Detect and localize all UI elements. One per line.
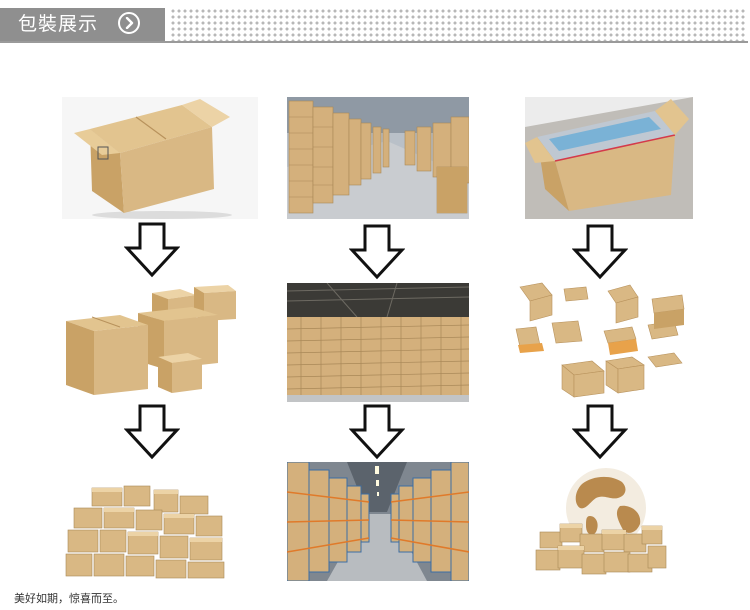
assorted-box-types-photo xyxy=(512,281,690,401)
down-arrow-outline-icon xyxy=(572,404,628,460)
down-arrow-outline-icon xyxy=(124,404,180,460)
single-carton-box-photo xyxy=(62,97,258,219)
warehouse-pallets-photo xyxy=(287,283,469,402)
pile-of-shipping-boxes-photo xyxy=(62,462,238,580)
down-arrow-outline-icon xyxy=(349,224,405,280)
open-carton-photo xyxy=(525,97,693,219)
header-divider xyxy=(0,41,748,43)
down-arrow-outline-icon xyxy=(349,404,405,460)
down-arrow-outline-icon xyxy=(124,222,180,278)
warehouse-aisles-photo xyxy=(287,97,469,219)
dotted-pattern-band xyxy=(170,8,746,41)
circle-chevron-right-icon xyxy=(118,12,140,34)
section-title-bar: 包裝展示 xyxy=(0,8,165,41)
section-header: 包裝展示 xyxy=(0,0,750,46)
warehouse-racks-photo xyxy=(287,462,469,581)
stacked-carton-boxes-photo xyxy=(62,283,238,401)
footer-slogan: 美好如期，惊喜而至。 xyxy=(14,592,124,605)
section-title: 包裝展示 xyxy=(18,13,99,35)
down-arrow-outline-icon xyxy=(572,224,628,280)
globe-with-boxes-photo xyxy=(530,462,670,580)
